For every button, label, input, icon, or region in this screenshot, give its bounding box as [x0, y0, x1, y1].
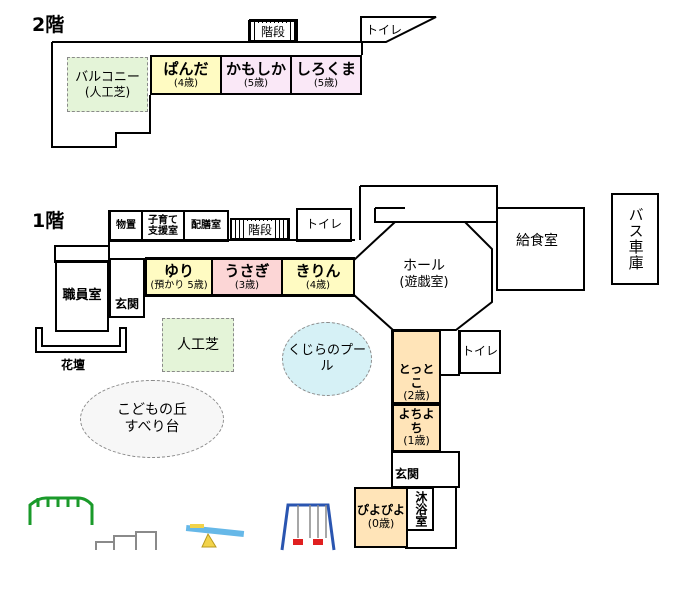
- stairs-2f: 階段: [249, 20, 297, 42]
- childcare-support-label-1: 子育て: [148, 214, 178, 226]
- room-shirokuma[interactable]: しろくま (5歳): [290, 55, 362, 95]
- toilet-1f-right-label: トイレ: [461, 344, 498, 359]
- step-bars-icon: [95, 531, 157, 550]
- room-kamoshika[interactable]: かもしか (5歳): [220, 55, 292, 95]
- staff-room[interactable]: 職員室: [55, 260, 109, 332]
- serving-room[interactable]: 配膳室: [183, 210, 229, 242]
- room-tottoko[interactable]: とっとこ (2歳): [392, 362, 441, 404]
- monkey-bars-icon: [28, 496, 94, 525]
- bath-room[interactable]: 沐浴室: [406, 487, 434, 531]
- floor-1-label: 1階: [32, 210, 65, 232]
- room-piyopiyo-name: ぴよぴよ: [356, 503, 405, 518]
- balcony-turf: バルコニー (人工芝): [67, 57, 148, 112]
- bath-room-label: 沐浴室: [413, 491, 428, 527]
- room-kirin[interactable]: きりん (4歳): [281, 258, 355, 296]
- room-shirokuma-age: (5歳): [313, 77, 339, 89]
- seesaw-icon: [185, 524, 245, 548]
- entrance-right-label: 玄関: [395, 467, 420, 481]
- room-kirin-name: きりん: [295, 261, 341, 280]
- room-yochiyochi-age: (1歳): [403, 434, 430, 448]
- slide-hill: こどもの丘 すべり台: [80, 380, 224, 458]
- toilet-2f-label: トイレ: [366, 23, 403, 37]
- stairs-2f-label: 階段: [257, 22, 288, 40]
- staff-room-label: 職員室: [62, 287, 102, 303]
- room-piyopiyo[interactable]: ぴよぴよ (0歳): [354, 487, 408, 548]
- whale-pool: くじらのプール: [282, 322, 372, 396]
- slide-hill-label-2: すべり台: [124, 419, 180, 435]
- room-yochiyochi-name: よちよち: [398, 406, 435, 435]
- storage-label: 物置: [116, 220, 136, 232]
- entrance-left[interactable]: 玄関: [109, 258, 145, 318]
- room-tottoko-age: (2歳): [403, 389, 430, 403]
- room-piyopiyo-age: (0歳): [367, 517, 395, 531]
- room-kamoshika-age: (5歳): [243, 77, 269, 89]
- balcony-label: バルコニー: [75, 69, 140, 85]
- room-tottoko-name: とっとこ: [398, 361, 435, 390]
- tottoko-upper: [392, 330, 441, 364]
- artificial-turf-label: 人工芝: [177, 336, 219, 353]
- room-yuri-name: ゆり: [163, 261, 194, 280]
- serving-room-label: 配膳室: [191, 220, 221, 232]
- bus-garage[interactable]: バス車庫: [611, 193, 659, 285]
- bus-garage-label: バス車庫: [626, 207, 645, 271]
- room-usagi-age: (3歳): [234, 279, 260, 291]
- flower-bed-label: 花壇: [61, 358, 86, 372]
- room-yuri[interactable]: ゆり (預かり 5歳): [145, 258, 213, 296]
- room-panda[interactable]: ぱんだ (4歳): [150, 55, 222, 95]
- room-kirin-age: (4歳): [305, 279, 331, 291]
- balcony-sub-label: (人工芝): [84, 85, 131, 100]
- room-kamoshika-name: かもしか: [225, 59, 286, 78]
- stairs-1f-label: 階段: [244, 220, 275, 238]
- room-panda-name: ぱんだ: [163, 59, 209, 78]
- room-yuri-age: (預かり 5歳): [150, 279, 208, 291]
- toilet-1f-right[interactable]: トイレ: [459, 330, 501, 374]
- entrance-left-label: 玄関: [114, 297, 139, 312]
- room-shirokuma-name: しろくま: [295, 59, 356, 78]
- toilet-1f-top-label: トイレ: [305, 217, 342, 232]
- childcare-support-label-2: 支援室: [148, 226, 178, 237]
- room-usagi-name: うさぎ: [224, 261, 270, 280]
- room-panda-age: (4歳): [173, 77, 199, 89]
- whale-pool-label: くじらのプール: [287, 343, 366, 374]
- hall[interactable]: ホール (遊戯室): [372, 258, 476, 300]
- toilet-1f-top[interactable]: トイレ: [296, 208, 352, 242]
- kitchen-label: 給食室: [516, 233, 558, 249]
- floor-2-label: 2階: [32, 14, 65, 36]
- hall-sub-label: (遊戯室): [399, 274, 449, 290]
- artificial-turf-area: 人工芝: [162, 318, 234, 372]
- hall-label: ホール: [403, 258, 445, 274]
- room-usagi[interactable]: うさぎ (3歳): [211, 258, 283, 296]
- slide-hill-label-1: こどもの丘: [117, 402, 187, 419]
- room-yochiyochi[interactable]: よちよち (1歳): [392, 404, 441, 452]
- stairs-1f: 階段: [230, 218, 290, 240]
- swing-icon: [280, 503, 336, 551]
